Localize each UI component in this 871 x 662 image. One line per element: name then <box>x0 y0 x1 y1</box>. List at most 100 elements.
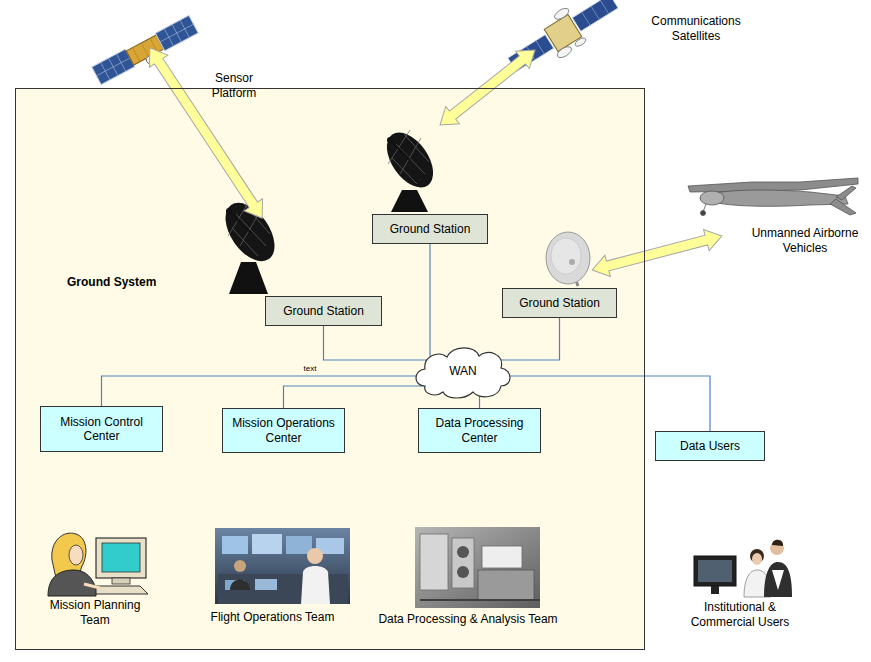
antenna-dish <box>377 124 442 212</box>
communications-satellite <box>553 6 571 21</box>
line-note: text <box>298 364 322 374</box>
antenna-dish <box>391 141 410 160</box>
mission-planning-picture <box>48 533 148 596</box>
region-title: Ground System <box>67 275 156 289</box>
antenna-dish <box>230 212 250 232</box>
sensor-satellite <box>155 15 198 50</box>
ground-system-fill <box>15 88 645 650</box>
users-picture <box>764 562 792 597</box>
flight-operations-photo <box>252 534 282 554</box>
network-link <box>284 386 450 408</box>
users-picture <box>694 540 792 597</box>
antenna-dish <box>229 262 268 294</box>
mission-planning-picture <box>102 543 140 572</box>
antenna-dish <box>226 208 232 214</box>
uav <box>700 190 848 206</box>
communications-satellite <box>501 0 625 83</box>
box-label: Ground Station <box>390 222 471 236</box>
mission-planning-picture <box>84 584 100 588</box>
sensor-satellite <box>92 15 201 89</box>
flight-operations-photo <box>230 580 250 591</box>
system-boundary: Ground SystemGround StationGround Statio… <box>15 88 645 650</box>
team-label: Flight Operations Team <box>195 610 350 625</box>
data-processing-photo <box>482 546 522 568</box>
link-arrow <box>141 42 272 224</box>
users-picture <box>711 586 719 594</box>
box-label: Data Users <box>680 439 740 453</box>
mission-planning-picture <box>112 578 130 584</box>
ground-station-box: Ground Station <box>372 214 488 244</box>
data-processing-photo <box>420 599 540 601</box>
center-box: Mission Control Center <box>40 406 163 452</box>
link-arrow <box>141 42 272 224</box>
network-link <box>495 318 560 360</box>
flight-operations-photo <box>255 579 277 590</box>
network-link <box>429 244 430 356</box>
flight-operations-photo <box>222 536 248 554</box>
uav <box>688 178 858 216</box>
network-link <box>324 326 432 360</box>
network-cloud: WAN <box>413 342 513 400</box>
ground-station-box: Ground Station <box>265 296 382 326</box>
flight-operations-photo <box>307 548 323 564</box>
flight-operations-photo <box>301 566 330 604</box>
data-processing-photo <box>457 546 469 558</box>
antenna-dish <box>391 190 428 212</box>
antenna-dish <box>546 232 590 286</box>
team-label: Data Processing & Analysis Team <box>370 612 566 627</box>
users-picture <box>694 556 736 586</box>
ground-station-box: Ground Station <box>502 288 617 318</box>
communications-satellite <box>582 0 609 25</box>
mission-planning-picture <box>96 538 146 578</box>
data-processing-photo <box>415 527 540 608</box>
antenna-dish <box>551 238 581 274</box>
cloud-outline <box>416 348 510 398</box>
communications-satellite <box>555 45 573 60</box>
flight-operations-photo <box>215 528 350 604</box>
users-picture <box>698 560 732 582</box>
antenna-dish <box>377 124 442 195</box>
data-processing-photo <box>420 534 448 590</box>
platform-label: Communications Satellites <box>640 14 752 44</box>
cloud-label: WAN <box>449 364 477 378</box>
network-link <box>102 376 428 406</box>
box-label: Mission Control Center <box>46 415 157 444</box>
team-label: Mission Planning Team <box>40 598 150 628</box>
box-label: Data Processing Center <box>424 416 535 445</box>
data-processing-photo <box>415 527 540 608</box>
communications-satellite <box>574 36 587 47</box>
box-label: Ground Station <box>283 304 364 318</box>
mission-planning-picture <box>48 570 96 596</box>
platform-label: Unmanned Airborne Vehicles <box>748 226 862 256</box>
antenna-dish <box>546 232 590 284</box>
data-processing-photo <box>478 570 534 600</box>
center-box: Data Processing Center <box>418 408 541 453</box>
box-label: Mission Operations Center <box>228 416 339 445</box>
uav <box>701 211 706 216</box>
data-processing-photo <box>457 566 469 578</box>
flight-operations-photo <box>215 528 350 604</box>
users-picture <box>772 540 783 546</box>
flight-operations-photo <box>286 536 312 554</box>
antenna-dish <box>387 137 393 143</box>
communications-satellite <box>572 0 618 31</box>
uav <box>830 199 856 215</box>
antenna-dish <box>569 259 575 265</box>
box-label: Ground Station <box>519 296 600 310</box>
mission-planning-picture <box>69 545 83 565</box>
link-arrow <box>589 225 724 280</box>
antenna-dish <box>388 130 429 184</box>
flight-operations-photo <box>234 560 246 572</box>
user-box: Data Users <box>655 431 765 461</box>
link-arrow <box>589 225 724 280</box>
team-label: Institutional & Commercial Users <box>680 600 800 630</box>
data-processing-photo <box>452 538 474 588</box>
platform-label: Sensor Platform <box>204 71 264 101</box>
uav <box>836 186 856 200</box>
uav <box>700 191 724 205</box>
users-picture <box>772 570 784 590</box>
center-box: Mission Operations Center <box>222 408 345 453</box>
